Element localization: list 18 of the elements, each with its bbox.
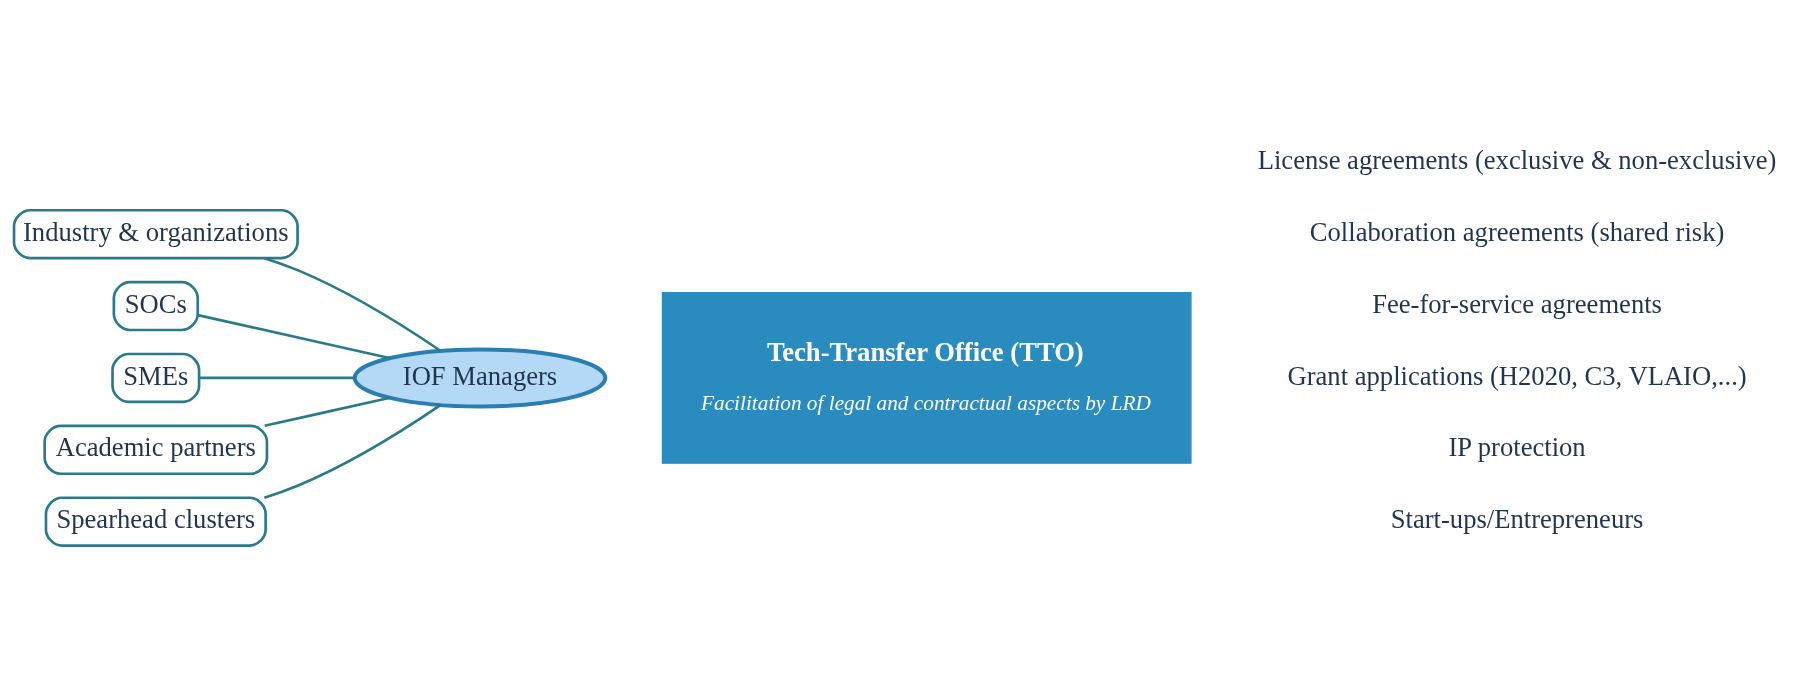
node-box: Spearhead clusters — [44, 495, 267, 547]
label: Start-ups/Entrepreneurs — [1390, 503, 1644, 534]
node-box: Industry & organizations — [12, 208, 299, 259]
label: Fee-for-service agreements — [1372, 288, 1662, 319]
connector — [197, 313, 391, 359]
label: License agreements (exclusive & non-exclusive) — [1257, 144, 1777, 175]
node-box: SOCs — [112, 280, 200, 331]
connector — [263, 403, 442, 499]
node-box: Tech-Transfer Office (TTO) Facilitation of legal and contractual aspects by LRD — [661, 291, 1192, 464]
label: Collaboration agreements (shared risk) — [1309, 216, 1725, 247]
connector — [263, 256, 442, 352]
connector — [264, 395, 391, 427]
connector — [199, 376, 355, 379]
node-box: Academic partners — [43, 424, 269, 475]
label: Grant applications (H2020, C3, VLAIO,...) — [1287, 360, 1747, 391]
label: IP protection — [1448, 431, 1586, 462]
node-box: SMEs — [111, 352, 201, 403]
node-ellipse: IOF Managers — [352, 346, 608, 408]
